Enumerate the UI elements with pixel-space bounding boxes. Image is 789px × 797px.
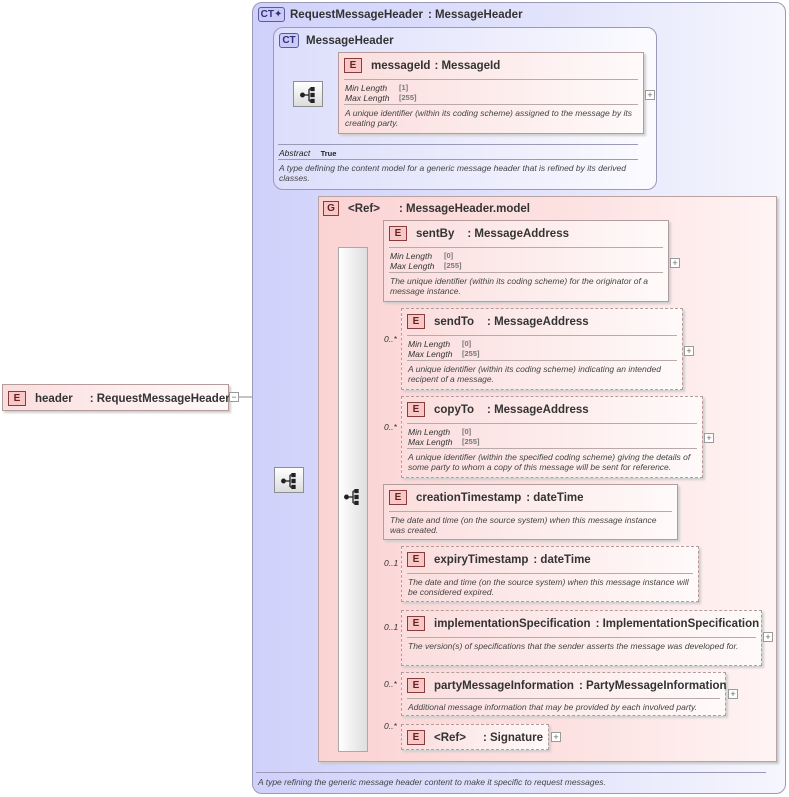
element-documentation: The date and time (on the source system)… [390, 515, 657, 535]
element-name: implementationSpecification [434, 617, 591, 630]
element-badge: E [389, 490, 407, 505]
ct-outer-name: RequestMessageHeader [290, 8, 423, 21]
facet-min-length: Min Length[1] [345, 83, 409, 93]
element-type: : MessageAddress [487, 403, 589, 416]
element-type: : MessageAddress [487, 315, 589, 328]
plus-icon[interactable]: + [551, 732, 561, 742]
element-type: : PartyMessageInformation [578, 679, 727, 692]
facet-max-length: Max Length[255] [345, 93, 417, 103]
element-type: : Signature [482, 731, 544, 744]
element-name: sendTo [434, 315, 475, 328]
element-badge: E [389, 226, 407, 241]
element-creation-timestamp[interactable]: E creationTimestamp : dateTime The date … [383, 484, 678, 540]
cardinality: 0..* [384, 679, 397, 689]
element-type: : MessageId [434, 59, 501, 72]
plus-icon[interactable]: + [670, 258, 680, 268]
element-type: : ImplementationSpecification [595, 617, 760, 630]
element-type: : dateTime [533, 553, 591, 566]
element-type: : MessageAddress [467, 227, 569, 240]
element-name: <Ref> [434, 731, 466, 744]
element-name: creationTimestamp [416, 491, 522, 504]
element-badge: E [407, 616, 425, 631]
plus-icon[interactable]: + [763, 632, 773, 642]
element-documentation: The unique identifier (within its coding… [390, 276, 648, 296]
plus-icon[interactable]: + [645, 90, 655, 100]
facet-min-length: Min Length[0] [408, 427, 472, 437]
abstract-facet: Abstract True [279, 148, 337, 158]
root-element-header[interactable]: E header : RequestMessageHeader [2, 384, 230, 411]
plus-icon[interactable]: + [684, 346, 694, 356]
element-documentation: A unique identifier (within the specifie… [408, 452, 691, 472]
ct-inner-divider-2 [278, 159, 638, 160]
element-badge: E [407, 314, 425, 329]
sequence-compositor-icon[interactable] [274, 467, 304, 493]
facet-max-length: Max Length[255] [408, 437, 480, 447]
plus-icon[interactable]: + [728, 689, 738, 699]
ct-inner-name: MessageHeader [306, 34, 394, 47]
ct-inner-documentation: A type defining the content model for a … [279, 163, 626, 183]
element-name: header [35, 392, 73, 405]
element-documentation: The date and time (on the source system)… [408, 577, 689, 597]
element-type: : RequestMessageHeader [89, 392, 230, 405]
ct-outer-documentation: A type refining the generic message head… [258, 777, 606, 787]
facet-min-length: Min Length[0] [390, 251, 454, 261]
element-party-message-information[interactable]: E partyMessageInformation : PartyMessage… [401, 672, 727, 716]
element-documentation: A unique identifier (within its coding s… [345, 108, 632, 128]
element-badge: E [8, 391, 26, 406]
cardinality: 0..1 [384, 622, 399, 632]
complex-type-badge: CT [279, 33, 299, 48]
element-name: copyTo [434, 403, 475, 416]
sequence-compositor-icon[interactable] [293, 81, 323, 107]
cardinality: 0..1 [384, 558, 399, 568]
collapse-icon[interactable]: − [229, 392, 239, 402]
element-documentation: A unique identifier (within its coding s… [408, 364, 661, 384]
element-documentation: Additional message information that may … [408, 702, 698, 712]
element-documentation: The version(s) of specifications that th… [408, 641, 739, 651]
ct-inner-divider [278, 144, 638, 145]
element-copy-to[interactable]: E copyTo : MessageAddress Min Length[0] … [401, 396, 703, 478]
element-implementation-specification[interactable]: E implementationSpecification : Implemen… [401, 610, 762, 666]
ct-outer-type: : MessageHeader [427, 8, 523, 21]
element-type: : dateTime [526, 491, 584, 504]
element-sent-by[interactable]: E sentBy : MessageAddress Min Length[0] … [383, 220, 669, 302]
element-badge: E [407, 730, 425, 745]
ct-inner-header: CT MessageHeader [279, 33, 394, 48]
element-name: messageId [371, 59, 431, 72]
element-name: sentBy [416, 227, 455, 240]
facet-max-length: Max Length[255] [408, 349, 480, 359]
cardinality: 0..* [384, 721, 397, 731]
element-badge: E [344, 58, 362, 73]
element-name: expiryTimestamp [434, 553, 529, 566]
element-expiry-timestamp[interactable]: E expiryTimestamp : dateTime The date an… [401, 546, 699, 602]
element-name: partyMessageInformation [434, 679, 574, 692]
group-badge: G [323, 201, 339, 216]
sequence-compositor-icon[interactable] [344, 488, 362, 510]
element-signature-ref[interactable]: E <Ref> : Signature [401, 724, 549, 750]
group-header: G <Ref> : MessageHeader.model [323, 201, 530, 216]
cardinality: 0..* [384, 422, 397, 432]
plus-icon[interactable]: + [704, 433, 714, 443]
facet-min-length: Min Length[0] [408, 339, 472, 349]
element-badge: E [407, 402, 425, 417]
element-badge: E [407, 552, 425, 567]
group-type: : MessageHeader.model [398, 202, 530, 215]
facet-max-length: Max Length[255] [390, 261, 462, 271]
element-send-to[interactable]: E sendTo : MessageAddress Min Length[0] … [401, 308, 683, 390]
group-name: <Ref> [348, 202, 380, 215]
cardinality: 0..* [384, 334, 397, 344]
element-badge: E [407, 678, 425, 693]
complex-type-badge: CT✦ [258, 7, 285, 22]
ct-outer-divider [256, 772, 766, 773]
element-message-id[interactable]: E messageId : MessageId Min Length[1] Ma… [338, 52, 644, 134]
ct-outer-header: CT✦ RequestMessageHeader : MessageHeader [258, 7, 523, 22]
